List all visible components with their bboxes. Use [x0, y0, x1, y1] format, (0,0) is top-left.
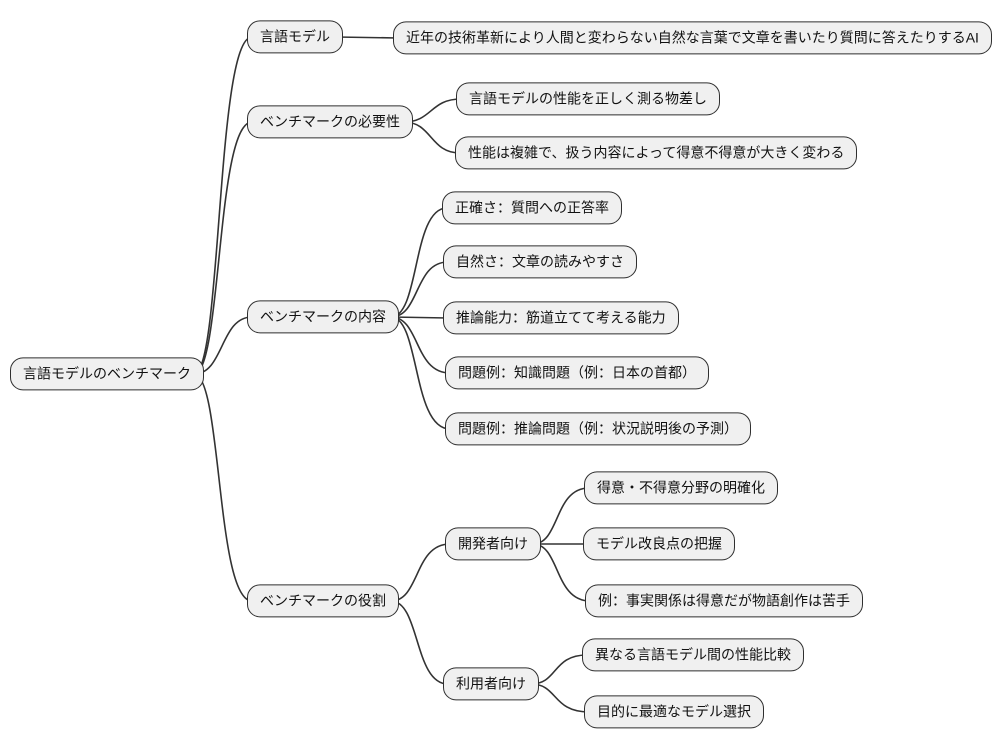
connector-language-model-description	[335, 36, 399, 39]
connector-content-reasoning	[390, 316, 449, 319]
mindmap-node-model-selection: 目的に最適なモデル選択	[584, 695, 764, 729]
connector-developers-fact-vs-story	[532, 543, 591, 602]
mindmap-node-for-users: 利用者向け	[443, 667, 539, 701]
mindmap-node-reasoning: 推論能力：筋道立てて考える能力	[443, 301, 679, 335]
mindmap-node-measuring-stick: 言語モデルの性能を正しく測る物差し	[456, 82, 720, 116]
mindmap-node-fact-vs-story: 例：事実関係は得意だが物語創作は苦手	[585, 584, 863, 618]
mindmap-node-strength-clarification: 得意・不得意分野の明確化	[584, 471, 778, 505]
mindmap-node-ai-description: 近年の技術革新により人間と変わらない自然な言葉で文章を書いたり質問に答えたりする…	[393, 21, 992, 55]
connector-developers-strength-clarification	[532, 487, 590, 545]
mindmap-node-inference-example: 問題例：推論問題（例：状況説明後の予測）	[445, 412, 751, 446]
connector-users-model-comparison	[530, 654, 588, 685]
connector-role-users	[390, 600, 449, 685]
connector-root-language-model	[193, 36, 253, 375]
connector-content-accuracy	[390, 207, 448, 318]
mindmap-node-improvement-points: モデル改良点の把握	[583, 527, 735, 561]
connector-content-naturalness	[390, 261, 449, 318]
mindmap-node-for-developers: 開発者向け	[445, 527, 541, 561]
mindmap-node-naturalness: 自然さ：文章の読みやすさ	[443, 245, 637, 279]
connector-role-developers	[390, 543, 451, 602]
mindmap-node-performance-varies: 性能は複雑で、扱う内容によって得意不得意が大きく変わる	[455, 136, 858, 170]
connector-root-necessity	[193, 121, 253, 375]
mindmap-node-root: 言語モデルのベンチマーク	[10, 357, 204, 391]
connector-content-inference-example	[390, 316, 451, 430]
mindmap-node-model-comparison: 異なる言語モデル間の性能比較	[582, 638, 804, 672]
connector-root-role	[193, 373, 253, 602]
mindmap-node-benchmark-necessity: ベンチマークの必要性	[247, 105, 413, 139]
mindmap-node-language-model: 言語モデル	[247, 20, 343, 54]
connector-users-model-selection	[530, 683, 590, 713]
mindmap-node-accuracy: 正確さ：質問への正答率	[442, 191, 622, 225]
mindmap-node-benchmark-content: ベンチマークの内容	[247, 300, 399, 334]
connector-content-knowledge-example	[390, 316, 451, 374]
mindmap-node-knowledge-example: 問題例：知識問題（例：日本の首都）	[445, 356, 709, 390]
mindmap-node-benchmark-role: ベンチマークの役割	[247, 584, 399, 618]
